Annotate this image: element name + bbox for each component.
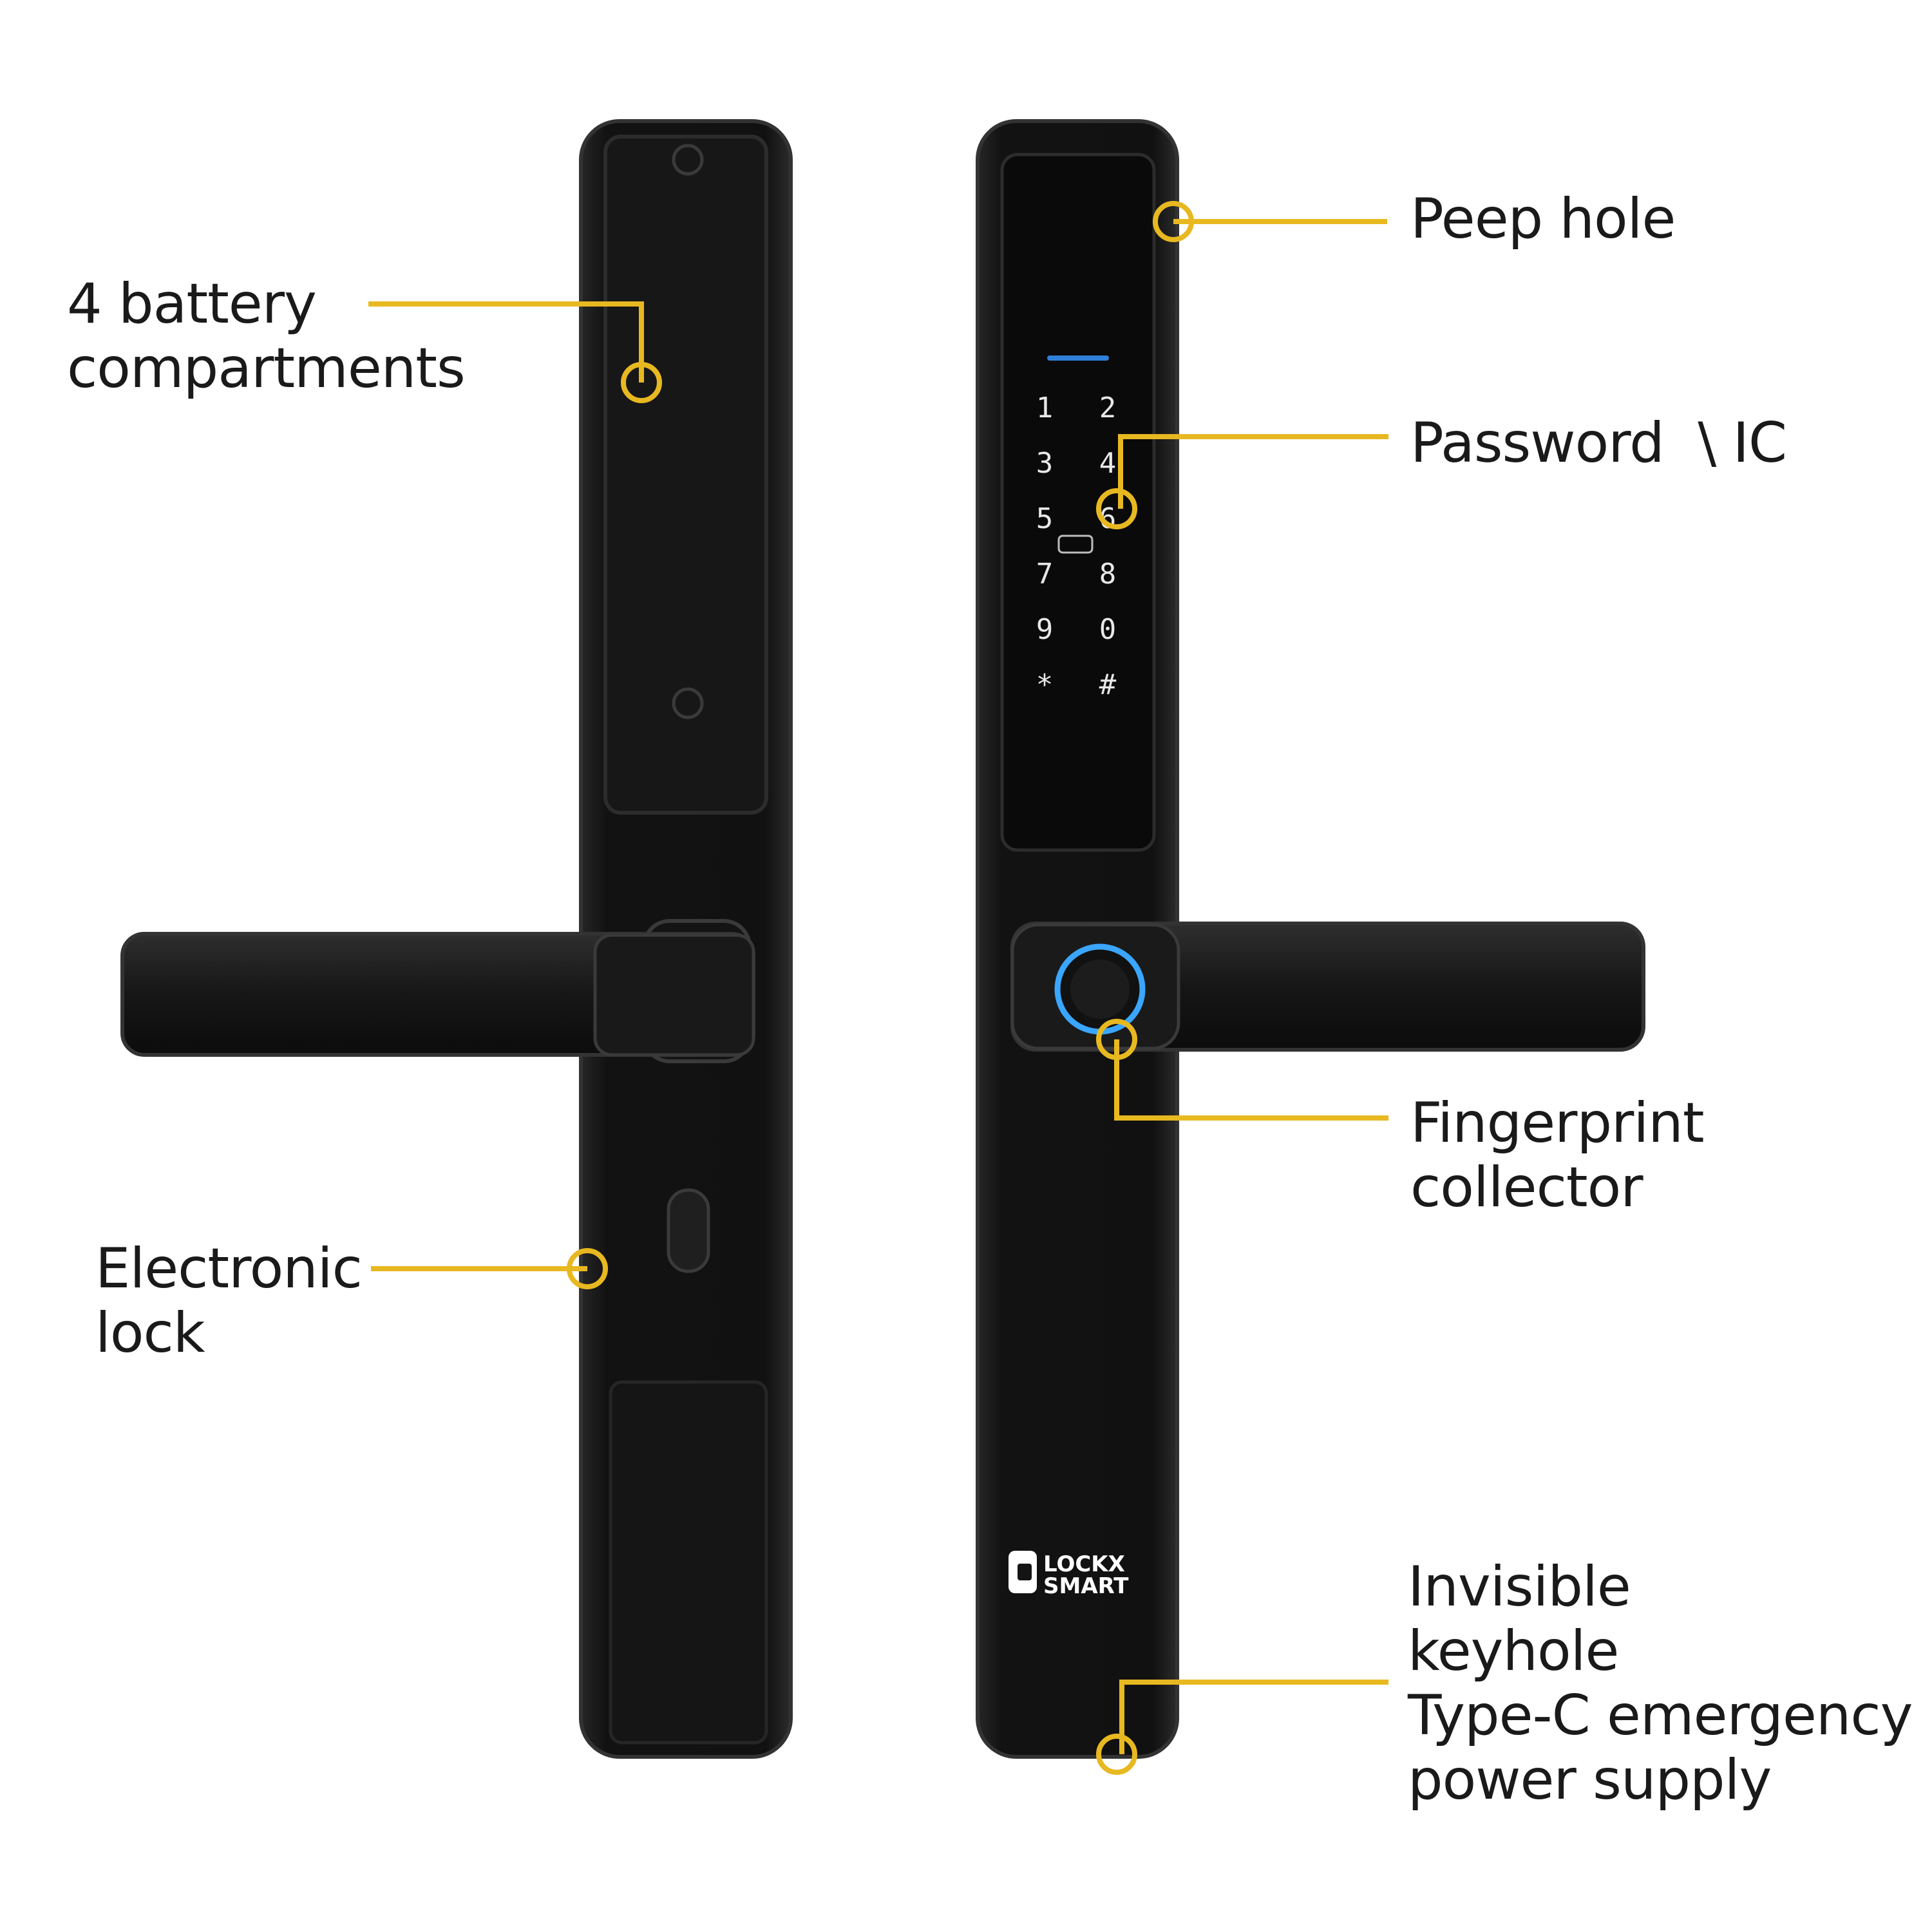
battery-cover: [603, 135, 768, 815]
keypad-panel: [1000, 153, 1156, 852]
electronic-lock-knob: [667, 1188, 710, 1273]
keypad-key: 8: [1099, 558, 1117, 591]
keypad-key: 4: [1099, 447, 1117, 480]
status-indicator: [1047, 355, 1109, 361]
label-keyhole-line-3: Type-C emergency: [1408, 1683, 1913, 1748]
label-keyhole-line-1: Invisible: [1408, 1555, 1631, 1619]
brand-logo: LOCKX SMART: [1009, 1551, 1129, 1599]
marker-fingerprint: [1096, 1019, 1137, 1060]
label-password-ic: Password \ IC: [1410, 411, 1787, 475]
label-battery-line-1: 4 battery: [67, 272, 317, 336]
label-keyhole-line-4: power supply: [1408, 1748, 1772, 1812]
keypad-key: 2: [1099, 392, 1117, 424]
outer-handle: [1010, 922, 1645, 1052]
marker-battery: [621, 362, 662, 403]
brand-line-2: SMART: [1043, 1573, 1129, 1599]
keypad-key: 3: [1036, 447, 1054, 480]
label-battery-line-2: compartments: [67, 336, 466, 401]
label-electronic-lock-line-1: Electronic: [95, 1236, 363, 1301]
inner-handle: [120, 932, 755, 1057]
keypad-key: #: [1099, 668, 1117, 701]
leader-keyhole: [1119, 1680, 1388, 1754]
marker-electronic-lock: [567, 1248, 608, 1289]
label-peep-hole-line-1: Peep hole: [1410, 187, 1676, 251]
label-keyhole-line-2: keyhole: [1408, 1619, 1619, 1683]
label-battery: 4 battery compartments: [67, 272, 466, 401]
keypad-key: 5: [1036, 502, 1054, 535]
callout-lines: [368, 219, 1388, 1754]
label-fingerprint: Fingerprint collector: [1410, 1091, 1705, 1220]
label-keyhole: Invisible keyhole Type-C emergency power…: [1408, 1555, 1913, 1812]
callout-markers: [567, 201, 1194, 1775]
label-electronic-lock-line-2: lock: [95, 1301, 205, 1365]
keypad-key: 1: [1036, 392, 1054, 424]
marker-password: [1096, 488, 1137, 529]
leader-battery: [368, 301, 644, 383]
card-reader-icon: [1057, 535, 1094, 554]
label-electronic-lock: Electronic lock: [95, 1236, 363, 1365]
leader-password: [1118, 434, 1388, 509]
leader-fingerprint: [1114, 1039, 1388, 1121]
label-fingerprint-line-2: collector: [1410, 1155, 1643, 1220]
label-password-ic-line-1: Password \ IC: [1410, 411, 1787, 475]
brand-line-1: LOCKX: [1043, 1551, 1125, 1577]
screw-bottom: [672, 687, 704, 719]
marker-keyhole: [1096, 1734, 1137, 1775]
keypad-key: 9: [1036, 613, 1054, 646]
keypad-key: *: [1036, 668, 1054, 701]
keypad-key: 0: [1099, 613, 1117, 646]
label-fingerprint-line-1: Fingerprint: [1410, 1091, 1705, 1155]
keypad-key: 7: [1036, 558, 1054, 591]
screw-top: [672, 144, 704, 176]
label-peep-hole: Peep hole: [1410, 187, 1676, 251]
marker-peep-hole: [1153, 201, 1194, 242]
